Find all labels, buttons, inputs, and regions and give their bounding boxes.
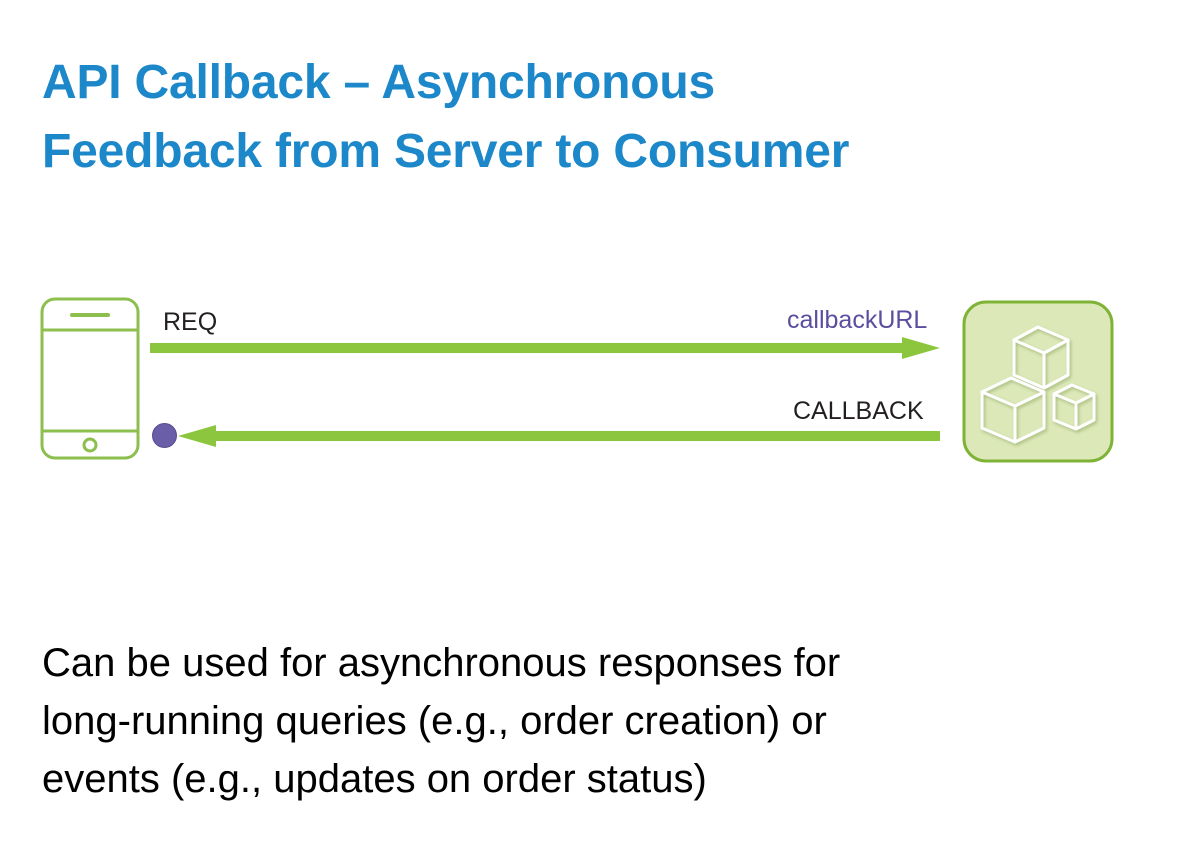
body-paragraph: Can be used for asynchronous responses f… (42, 641, 841, 801)
callback-arrow (178, 424, 940, 448)
request-arrow-label: REQ (163, 308, 218, 336)
callback-arrow-label: CALLBACK (793, 397, 924, 425)
callbackurl-annotation: callbackURL (787, 306, 928, 334)
page-title: API Callback – Asynchronous Feedback fro… (42, 56, 850, 178)
server-cubes-icon (962, 300, 1114, 463)
request-arrow (150, 336, 940, 360)
smartphone-icon (40, 297, 140, 460)
callback-endpoint-dot (152, 423, 177, 448)
